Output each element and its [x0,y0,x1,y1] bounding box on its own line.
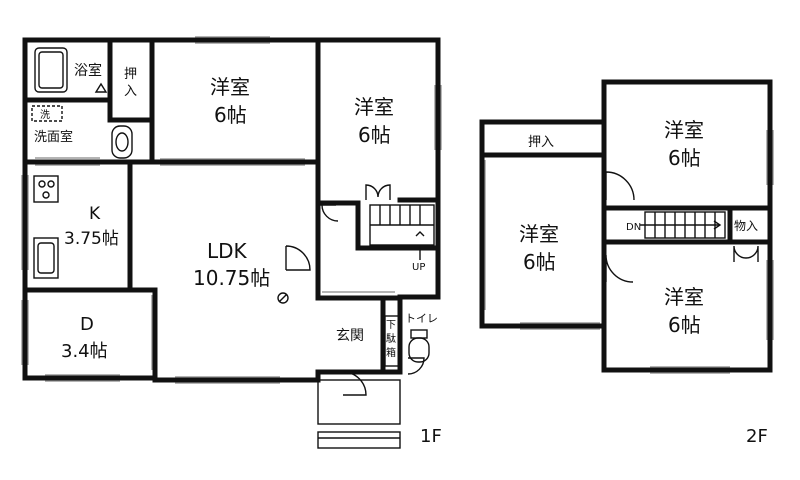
label-ldk: LDK [207,239,248,263]
label-bath: 浴室 [74,62,102,79]
label-yoshitsu-b-size: 6帖 [358,123,391,147]
floor-label-1f: 1F [420,426,442,447]
label-closet-2: 入 [124,84,137,99]
label-shoebox-3: 箱 [386,346,396,359]
label-shoebox-1: 下 [386,320,396,331]
ceiling-light-icon [277,292,289,304]
label-toilet: トイレ [405,312,438,325]
outer-wall [22,37,441,383]
label-washroom: 洗面室 [34,129,73,145]
washbasin-icon [111,125,133,159]
entrance-porch-step [317,431,401,449]
floor-label-2f: 2F [746,426,768,447]
label-yoshitsu-left: 洋室 [519,222,559,246]
label-kitchen: K [89,204,101,224]
windows [21,36,442,384]
doors [285,184,425,396]
entrance-step [317,379,401,425]
shoe-cabinet [384,315,400,367]
label-yoshitsu-bottom: 洋室 [664,285,704,309]
bathtub-inner [38,51,64,89]
stove-icon [33,175,59,203]
label-yoshitsu-a-size: 6帖 [214,103,247,127]
washing-machine-icon [31,105,63,122]
label-washer: 洗 [40,109,50,121]
label-stairs-up: UP [412,262,425,273]
outer-wall-2f [479,79,773,373]
label-closet-1: 押 [124,67,137,82]
doors-2f [605,171,759,283]
bath-drain-icon [94,82,108,93]
label-yoshitsu-b: 洋室 [354,95,394,119]
staircase-1f [369,204,435,260]
label-ldk-size: 10.75帖 [193,266,270,290]
label-closet-2f: 押入 [528,135,554,150]
label-yoshitsu-top: 洋室 [664,118,704,142]
staircase-2f [640,211,726,239]
floor-1f-plan: 浴室 押 入 洋室 6帖 洋室 6帖 洗 洗面室 K 3.75帖 LDK 10.… [21,36,442,449]
label-yoshitsu-bottom-size: 6帖 [668,313,701,337]
washbasin-bowl [115,132,129,152]
label-entrance: 玄関 [336,327,364,344]
label-storage: 物入 [734,219,758,233]
floor-2f-plan: 押入 洋室 6帖 洋室 6帖 洋室 6帖 物入 DN 2F [479,79,774,447]
kitchen-sink-icon [33,237,59,279]
label-stairs-down: DN [626,222,641,233]
windows-2f [484,130,774,374]
label-yoshitsu-a: 洋室 [210,75,250,99]
label-dining-size: 3.4帖 [61,341,108,362]
bathtub-icon [34,47,68,93]
label-yoshitsu-left-size: 6帖 [523,250,556,274]
label-kitchen-size: 3.75帖 [64,229,119,249]
label-yoshitsu-top-size: 6帖 [668,146,701,170]
label-dining: D [80,314,94,335]
label-shoebox-2: 駄 [386,332,396,345]
